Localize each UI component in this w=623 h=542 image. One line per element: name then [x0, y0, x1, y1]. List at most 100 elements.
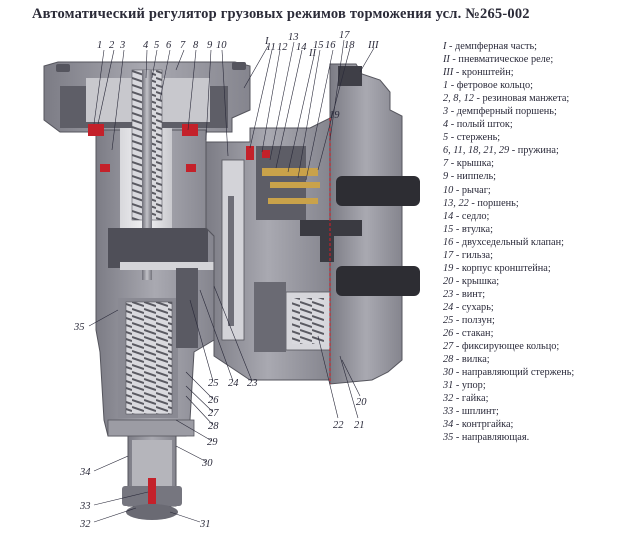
- callout-17: 17: [339, 30, 350, 41]
- legend-item-text: - фиксирующее кольцо;: [453, 341, 560, 353]
- callout-30: 30: [201, 458, 213, 469]
- legend-item-number: 24: [443, 301, 454, 313]
- legend-item: 35 - направляющая.: [443, 431, 621, 444]
- callout-4: 4: [143, 40, 149, 51]
- legend-item: 9 - ниппель;: [443, 170, 621, 183]
- legend-item-text: - шплинт;: [453, 406, 499, 418]
- legend-item: 19 - корпус кронштейна;: [443, 262, 621, 275]
- legend-item-number: 17: [443, 249, 454, 261]
- legend-item-text: - направляющий стержень;: [453, 367, 575, 379]
- legend-item-number: II: [443, 54, 450, 66]
- legend-item: 24 - сухарь;: [443, 301, 621, 314]
- legend-item-text: - крышка;: [448, 158, 495, 170]
- diagram-title: Автоматический регулятор грузовых режимо…: [32, 6, 530, 22]
- callout-II: II: [308, 48, 316, 59]
- legend-item-number: 16: [443, 236, 454, 248]
- callout-35: 35: [73, 322, 85, 333]
- legend-item-text: - резиновая манжета;: [473, 93, 570, 105]
- legend-item-number: 2, 8, 12: [443, 93, 474, 105]
- callout-1: 1: [97, 40, 102, 51]
- callout-5: 5: [154, 40, 159, 51]
- callout-8: 8: [193, 40, 199, 51]
- legend-item-number: 32: [443, 393, 454, 405]
- callout-24: 24: [228, 378, 239, 389]
- callout-32: 32: [79, 519, 91, 530]
- legend-item-number: I: [443, 41, 447, 52]
- pneumatic-relay: [205, 117, 331, 381]
- legend-item-text: - винт;: [453, 288, 486, 300]
- legend-item-number: 10: [443, 184, 454, 196]
- legend-item-text: - корпус кронштейна;: [453, 262, 551, 274]
- callout-26: 26: [208, 395, 219, 406]
- callout-25: 25: [208, 378, 219, 389]
- legend-item-text: - направляющая.: [453, 432, 530, 444]
- legend-item-text: - ниппель;: [448, 171, 497, 183]
- legend-item-number: III: [443, 67, 454, 79]
- legend-item-number: 25: [443, 314, 454, 326]
- callout-6: 6: [166, 40, 172, 51]
- legend-item-number: 20: [443, 275, 454, 287]
- callout-15: 15: [313, 40, 324, 51]
- legend-item: 10 - рычаг;: [443, 184, 621, 197]
- legend-item-number: 5: [443, 132, 449, 144]
- legend-item-number: 14: [443, 210, 454, 222]
- callout-28: 28: [208, 421, 219, 432]
- legend-item-number: 34: [443, 419, 454, 431]
- legend-item-number: 6, 11, 18, 21, 29: [443, 145, 510, 157]
- callout-9: 9: [207, 40, 213, 51]
- legend-item-number: 1: [443, 80, 449, 92]
- legend-item-number: 19: [443, 262, 454, 274]
- callout-7: 7: [180, 40, 186, 51]
- callout-labels: 1 2 3 4 5 6 7 8 9 10 I 11 12 13 14 II 15…: [73, 30, 379, 530]
- callout-I: I: [264, 36, 269, 47]
- legend-item-number: 31: [443, 380, 454, 392]
- legend-item-text: - пневматическое реле;: [449, 54, 554, 66]
- legend-item-text: - кронштейн;: [453, 67, 514, 79]
- callout-13: 13: [288, 32, 299, 43]
- legend-item-text: - сухарь;: [453, 301, 494, 313]
- legend-item-text: - рычаг;: [453, 184, 491, 196]
- callout-11: 11: [266, 42, 276, 53]
- legend-item-text: - контргайка;: [453, 419, 514, 431]
- legend-item-number: 23: [443, 288, 454, 300]
- legend-item-number: 27: [443, 341, 454, 353]
- callout-31: 31: [199, 519, 211, 530]
- callout-34: 34: [79, 467, 91, 478]
- legend-item: 16 - двухседельный клапан;: [443, 236, 621, 249]
- legend-item: 33 - шплинт;: [443, 405, 621, 418]
- legend-item: 25 - ползун;: [443, 314, 621, 327]
- legend-item-text: - гильза;: [453, 249, 493, 261]
- legend-item-text: - стержень;: [448, 132, 501, 144]
- legend-item: II - пневматическое реле;: [443, 53, 621, 66]
- parts-legend: I - демпферная часть;II - пневматическое…: [443, 40, 621, 444]
- legend-item: 20 - крышка;: [443, 275, 621, 288]
- callout-20: 20: [356, 397, 367, 408]
- legend-item-text: - пружина;: [509, 145, 559, 157]
- legend-item: 30 - направляющий стержень;: [443, 366, 621, 379]
- legend-item: 3 - демпферный поршень;: [443, 105, 621, 118]
- bracket: [300, 63, 420, 385]
- legend-item-text: - стакан;: [453, 328, 494, 340]
- legend-item: 2, 8, 12 - резиновая манжета;: [443, 92, 621, 105]
- legend-item: 27 - фиксирующее кольцо;: [443, 340, 621, 353]
- callout-14: 14: [296, 42, 307, 53]
- callout-27: 27: [208, 408, 219, 419]
- legend-item: 17 - гильза;: [443, 249, 621, 262]
- legend-item: 26 - стакан;: [443, 327, 621, 340]
- legend-item: 32 - гайка;: [443, 392, 621, 405]
- legend-item: 31 - упор;: [443, 379, 621, 392]
- legend-item-number: 28: [443, 354, 454, 366]
- callout-3: 3: [119, 40, 125, 51]
- callout-10: 10: [216, 40, 227, 51]
- legend-item-number: 35: [443, 432, 454, 444]
- callout-18: 18: [344, 40, 355, 51]
- callout-29: 29: [207, 437, 218, 448]
- legend-item-text: - фетровое кольцо;: [448, 80, 533, 92]
- legend-item: 1 - фетровое кольцо;: [443, 79, 621, 92]
- legend-item-number: 4: [443, 119, 449, 131]
- legend-item-number: 3: [443, 106, 449, 118]
- legend-item-text: - вилка;: [453, 354, 490, 366]
- legend-item: 34 - контргайка;: [443, 418, 621, 431]
- damper-part: [43, 61, 251, 520]
